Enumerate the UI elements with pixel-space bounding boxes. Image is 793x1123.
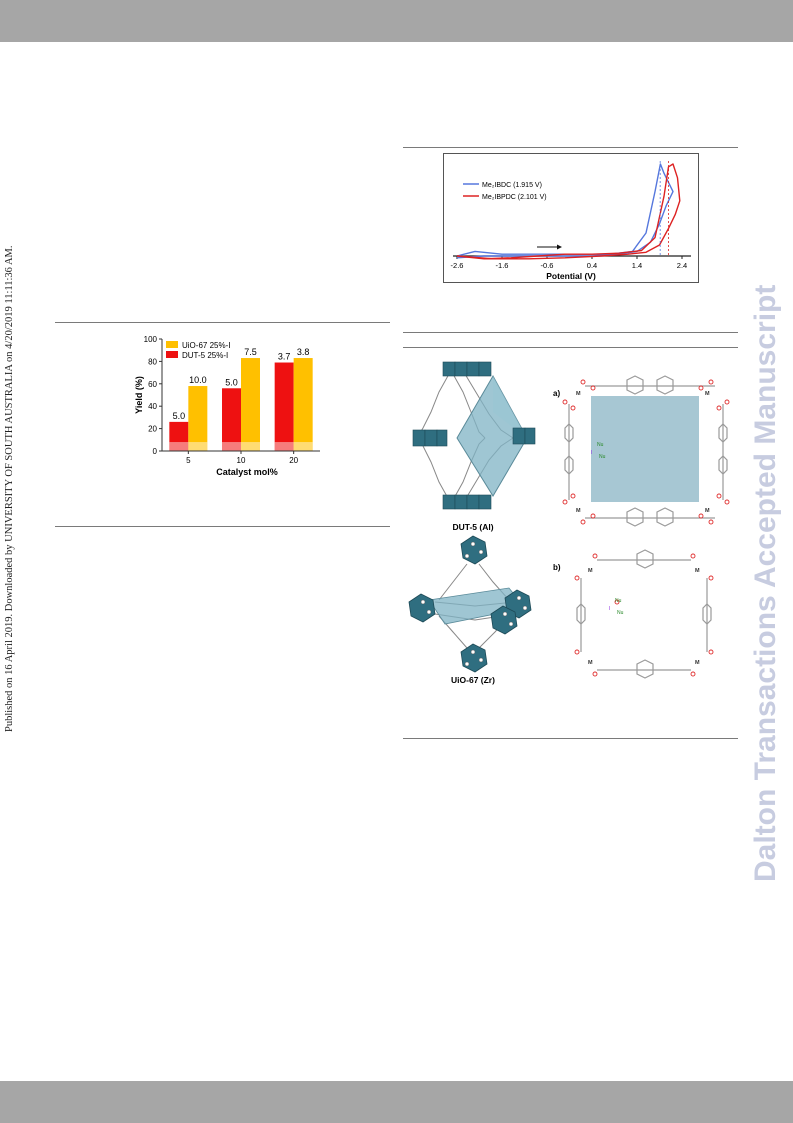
panel-b-m-2: M bbox=[695, 568, 700, 574]
yield-bar-chart: Yield (%) Catalyst mol% 0 20 40 60 80 100 5 10 2… bbox=[134, 335, 320, 477]
cv-legend: Me₂IBDC (1.915 V) Me₂IBPDC (2.101 V) bbox=[463, 182, 547, 201]
panel-a-pore-square bbox=[591, 396, 699, 502]
cyclic-voltammogram: -2.6 -1.6 -0.6 0.4 1.4 2.4 Me₂IBDC (1.915 V) … bbox=[443, 153, 699, 283]
cv-x-tick-label: 0.4 bbox=[587, 261, 597, 270]
scan-direction-arrow bbox=[537, 244, 562, 250]
cv-x-tick-label: 1.4 bbox=[632, 261, 642, 270]
y-tick-label: 80 bbox=[148, 357, 157, 366]
publication-note: Published on 16 April 2019. Downloaded b… bbox=[4, 245, 15, 732]
rule-cv-bottom bbox=[403, 332, 738, 333]
bar-dut5 bbox=[274, 362, 294, 451]
bar-uio67 bbox=[241, 358, 260, 451]
bar-value-label: 5.0 bbox=[225, 377, 238, 387]
panel-b-m-1: M bbox=[588, 568, 593, 574]
legend-label-dut: DUT-5 25%-I bbox=[182, 351, 228, 360]
rule-cv-top bbox=[403, 147, 738, 148]
y-axis-label: Yield (%) bbox=[134, 376, 144, 414]
y-tick-label: 100 bbox=[144, 335, 158, 344]
rule-chart-bottom bbox=[55, 526, 390, 527]
chart-legend: UiO-67 25%-I DUT-5 25%-I bbox=[166, 341, 230, 360]
bar-value-label: 7.5 bbox=[244, 347, 257, 357]
panel-b-label: b) bbox=[553, 563, 561, 572]
bar-uio67 bbox=[293, 358, 313, 451]
cv-x-tick-label: -2.6 bbox=[451, 261, 464, 270]
bar-value-label: 10.0 bbox=[189, 375, 207, 385]
panel-b-nu-1: Nu bbox=[615, 598, 622, 604]
cv-x-tick-label: -0.6 bbox=[541, 261, 554, 270]
cv-legend-bpdc: Me₂IBPDC (2.101 V) bbox=[482, 194, 547, 201]
bar-base-hatch bbox=[188, 442, 208, 451]
dut5-framework bbox=[412, 361, 536, 510]
panel-b-iodine: I bbox=[609, 606, 610, 612]
x-tick-label: 10 bbox=[237, 456, 246, 465]
bar-base-hatch bbox=[169, 442, 189, 451]
panel-b-m-4: M bbox=[695, 660, 700, 666]
uio67-label: UiO-67 (Zr) bbox=[451, 675, 495, 685]
panel-a-iodine: I bbox=[591, 450, 592, 456]
legend-swatch-uio bbox=[166, 341, 178, 348]
rule-mof-bottom bbox=[403, 738, 738, 739]
bar-base-hatch bbox=[222, 442, 241, 451]
x-tick-label: 5 bbox=[186, 456, 191, 465]
bar-base-hatch bbox=[241, 442, 260, 451]
bar-dut5 bbox=[222, 388, 241, 451]
panel-b-m-3: M bbox=[588, 660, 593, 666]
footer-band bbox=[0, 1081, 793, 1123]
panel-a-nu-1: Nu bbox=[597, 442, 604, 448]
bar-base-hatch bbox=[293, 442, 313, 451]
legend-swatch-dut bbox=[166, 351, 178, 358]
y-tick-label: 20 bbox=[148, 425, 157, 434]
cv-x-tick-label: -1.6 bbox=[496, 261, 509, 270]
x-tick-label: 20 bbox=[289, 456, 298, 465]
bar-uio67 bbox=[188, 386, 208, 451]
rule-mof-top bbox=[403, 347, 738, 348]
cv-legend-bdc: Me₂IBDC (1.915 V) bbox=[482, 182, 542, 189]
y-tick-label: 40 bbox=[148, 402, 157, 411]
header-band bbox=[0, 0, 793, 42]
dut5-label: DUT-5 (Al) bbox=[452, 522, 493, 532]
dut5-pore-diamond bbox=[456, 374, 528, 497]
bar-base-hatch bbox=[274, 442, 294, 451]
y-tick-label: 0 bbox=[153, 447, 158, 456]
bar-dut5 bbox=[169, 421, 189, 451]
panel-a-m-2: M bbox=[705, 391, 710, 397]
panel-a-label: a) bbox=[553, 389, 560, 398]
bar-value-label: 3.7 bbox=[278, 352, 291, 362]
mof-structures-figure: DUT-5 (Al) UiO-67 (Zr) a) bbox=[408, 361, 730, 685]
panel-b-nu-2: Nu bbox=[617, 610, 624, 616]
x-axis-label: Catalyst mol% bbox=[216, 467, 278, 477]
bar-value-label: 5.0 bbox=[173, 411, 186, 421]
panel-a-nu-2: Nu bbox=[599, 454, 606, 460]
y-tick-label: 60 bbox=[148, 380, 157, 389]
cv-curve-bpdc bbox=[456, 163, 681, 260]
cv-plot-frame bbox=[443, 153, 699, 283]
bar-value-label: 3.8 bbox=[297, 347, 310, 357]
manuscript-watermark: Dalton Transactions Accepted Manuscript bbox=[749, 284, 782, 882]
uio67-framework bbox=[408, 535, 532, 673]
panel-b-schematic: M M M M I Nu Nu bbox=[574, 549, 714, 679]
panel-a-m-1: M bbox=[576, 391, 581, 397]
rule-chart-top bbox=[55, 322, 390, 323]
legend-label-uio: UiO-67 25%-I bbox=[182, 341, 230, 350]
cv-x-axis-label: Potential (V) bbox=[546, 271, 596, 281]
cv-x-tick-label: 2.4 bbox=[677, 261, 687, 270]
panel-a-schematic: M M M M I Nu Nu bbox=[562, 375, 730, 527]
panel-a-m-4: M bbox=[705, 508, 710, 514]
panel-a-m-3: M bbox=[576, 508, 581, 514]
